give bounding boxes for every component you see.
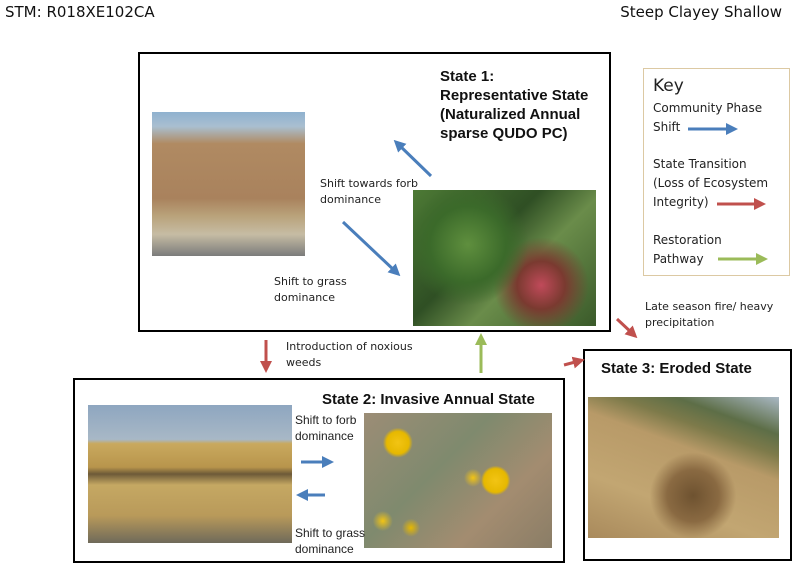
label-line: dominance bbox=[274, 291, 335, 304]
state-3-title: State 3: Eroded State bbox=[601, 360, 752, 377]
label-line: dominance bbox=[295, 542, 354, 556]
title-line: sparse QUDO PC) bbox=[440, 125, 568, 142]
key-line: (Loss of Ecosystem bbox=[653, 176, 769, 190]
key-line: Community Phase bbox=[653, 101, 763, 115]
label-line: dominance bbox=[295, 429, 354, 443]
state-1-shift-grass-label: Shift to grass dominance bbox=[274, 274, 347, 306]
key-line: Pathway bbox=[653, 252, 704, 266]
state-1-hillside-photo bbox=[152, 112, 305, 256]
legend-key: Key Community Phase Shift State Transiti… bbox=[643, 68, 790, 276]
key-line: Shift bbox=[653, 120, 681, 134]
state-2-shift-grass-label: Shift to grass dominance bbox=[295, 525, 365, 557]
label-line: Introduction of noxious bbox=[286, 340, 413, 353]
label-line: Shift to grass bbox=[295, 526, 366, 540]
title-line: (Naturalized Annual bbox=[440, 106, 581, 123]
state-1-forb-photo bbox=[413, 190, 596, 326]
noxious-weeds-label: Introduction of noxious weeds bbox=[286, 339, 413, 371]
label-line: Shift towards forb bbox=[320, 177, 418, 190]
title-line: State 1: bbox=[440, 68, 495, 85]
state-1-title: State 1: Representative State (Naturaliz… bbox=[440, 67, 588, 143]
state-2-title: State 2: Invasive Annual State bbox=[322, 391, 535, 408]
key-line: Integrity) bbox=[653, 195, 709, 209]
label-line: Shift to forb bbox=[295, 413, 357, 427]
state-2-to-3-arrow bbox=[563, 356, 585, 369]
key-line: State Transition bbox=[653, 157, 747, 171]
label-line: Late season fire/ heavy bbox=[645, 300, 774, 313]
fire-precipitation-label: Late season fire/ heavy precipitation bbox=[645, 299, 773, 331]
key-line: Restoration bbox=[653, 233, 722, 247]
fire-transition-arrow bbox=[615, 317, 638, 339]
state-2-grassland-photo bbox=[88, 405, 292, 543]
label-line: weeds bbox=[286, 356, 322, 369]
state-1-shift-forb-label: Shift towards forb dominance bbox=[320, 176, 418, 208]
state-2-shift-forb-label: Shift to forb dominance bbox=[295, 412, 356, 444]
key-title: Key bbox=[653, 76, 684, 96]
title-line: Representative State bbox=[440, 87, 589, 104]
key-phase-shift: Community Phase Shift bbox=[653, 99, 762, 137]
key-restoration: Restoration Pathway bbox=[653, 231, 722, 269]
state-2-thistle-photo bbox=[364, 413, 552, 548]
site-name: Steep Clayey Shallow bbox=[620, 3, 782, 21]
label-line: dominance bbox=[320, 193, 381, 206]
stm-id: STM: R018XE102CA bbox=[5, 3, 155, 21]
key-state-transition: State Transition (Loss of Ecosystem Inte… bbox=[653, 155, 768, 212]
label-line: precipitation bbox=[645, 316, 715, 329]
label-line: Shift to grass bbox=[274, 275, 347, 288]
state-3-eroded-photo bbox=[588, 397, 779, 538]
